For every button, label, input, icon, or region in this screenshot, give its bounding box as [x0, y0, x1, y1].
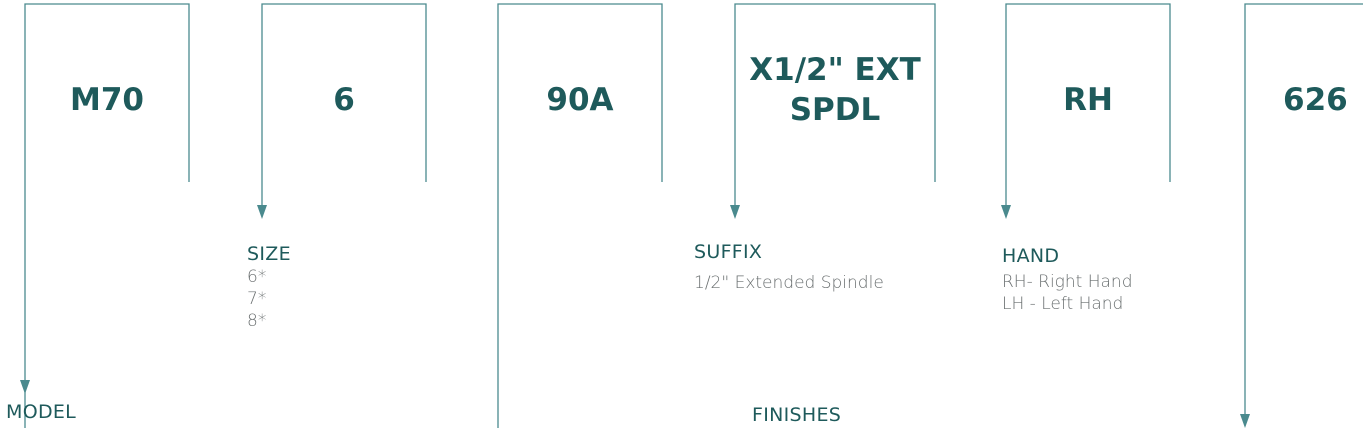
size-option: 8*: [247, 311, 267, 331]
size-option: 6*: [247, 267, 267, 287]
hand-option: LH - Left Hand: [1002, 294, 1124, 314]
hand-options: RH- Right Hand LH - Left Hand: [1002, 271, 1132, 315]
finish-code: 626: [1283, 82, 1348, 118]
suffix-code-line1: X1/2" EXT: [749, 52, 921, 88]
suffix-option: 1/2" Extended Spindle: [694, 273, 884, 293]
suffix-arrow-icon: [730, 205, 740, 219]
size-option: 7*: [247, 289, 267, 309]
function-bracket: [497, 3, 663, 428]
finish-arrow-icon: [1240, 414, 1250, 428]
suffix-bracket: [734, 3, 936, 208]
model-heading: MODEL: [6, 401, 77, 423]
model-bracket: [24, 3, 190, 428]
hand-bracket: [1005, 3, 1171, 208]
suffix-code-line2: SPDL: [789, 92, 881, 128]
hand-arrow-icon: [1001, 205, 1011, 219]
finish-bracket: [1244, 3, 1363, 418]
size-code: 6: [333, 82, 355, 118]
size-options: 6* 7* 8*: [247, 266, 266, 332]
model-arrow-icon: [20, 380, 30, 394]
size-heading: SIZE: [247, 243, 291, 265]
hand-option: RH- Right Hand: [1002, 272, 1133, 292]
size-bracket: [261, 3, 427, 208]
function-code: 90A: [546, 82, 614, 118]
suffix-heading: SUFFIX: [694, 241, 763, 263]
hand-heading: HAND: [1002, 245, 1060, 267]
finishes-heading: FINISHES: [752, 404, 842, 426]
suffix-options: 1/2" Extended Spindle: [694, 272, 884, 294]
hand-code: RH: [1063, 82, 1113, 118]
size-arrow-icon: [257, 205, 267, 219]
model-code: M70: [70, 82, 144, 118]
